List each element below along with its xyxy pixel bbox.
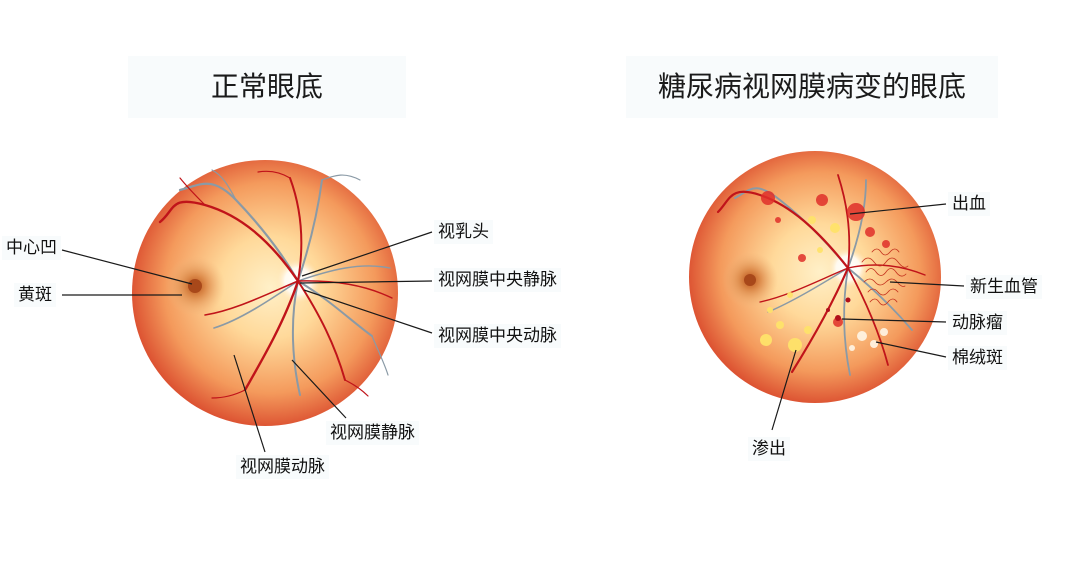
normal-leader-lines (61, 231, 433, 453)
label-cotton-wool-spot: 棉绒斑 (948, 346, 1007, 370)
dr-new-vessels (861, 248, 909, 306)
dr-fundus-disc (689, 151, 941, 403)
label-central-retinal-artery: 视网膜中央动脉 (434, 324, 561, 348)
dr-fundus-title: 糖尿病视网膜病变的眼底 (626, 56, 998, 118)
label-retinal-vein: 视网膜静脉 (326, 421, 419, 445)
label-hemorrhage: 出血 (948, 192, 990, 216)
normal-arteries (158, 170, 393, 399)
label-optic-disc: 视乳头 (434, 220, 493, 244)
label-macula: 黄斑 (14, 283, 56, 307)
dr-exudates (760, 216, 840, 352)
normal-fundus-title: 正常眼底 (128, 56, 406, 118)
label-retinal-artery: 视网膜动脉 (236, 455, 329, 479)
dr-fundus (689, 151, 965, 431)
dr-hemorrhages (761, 191, 890, 327)
label-fovea: 中心凹 (2, 236, 61, 260)
dr-microaneurysms (826, 297, 851, 321)
label-neovascularization: 新生血管 (966, 275, 1042, 299)
dr-cotton-wool-spots (849, 328, 888, 351)
dr-leader-lines (771, 203, 965, 431)
normal-veins (178, 169, 391, 396)
normal-fovea (188, 279, 202, 293)
label-exudate: 渗出 (748, 437, 790, 461)
label-microaneurysm: 动脉瘤 (948, 311, 1007, 335)
normal-fundus-disc (132, 160, 398, 426)
label-central-retinal-vein: 视网膜中央静脉 (434, 268, 561, 292)
dr-fovea (744, 274, 756, 286)
normal-fundus (61, 160, 433, 453)
